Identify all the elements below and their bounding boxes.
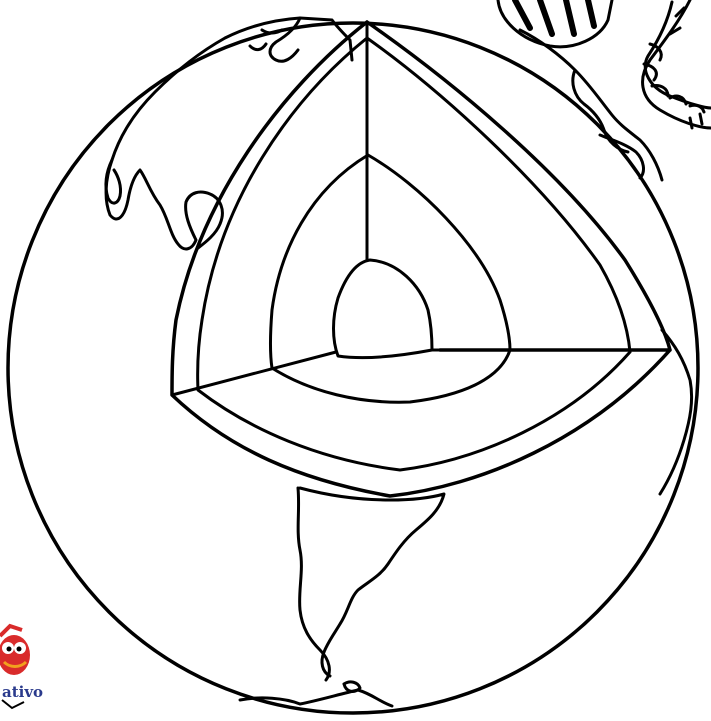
globe-outline [8,23,698,713]
north-america-landmass [106,18,352,249]
mantle-outer-boundary [198,38,630,470]
logo-text: ativo [2,683,43,701]
worm-illustration [498,0,711,128]
outer-core-layer [271,155,511,402]
south-america-landmass [298,488,444,680]
inner-core [334,260,433,358]
antarctica-fragment [240,690,392,706]
